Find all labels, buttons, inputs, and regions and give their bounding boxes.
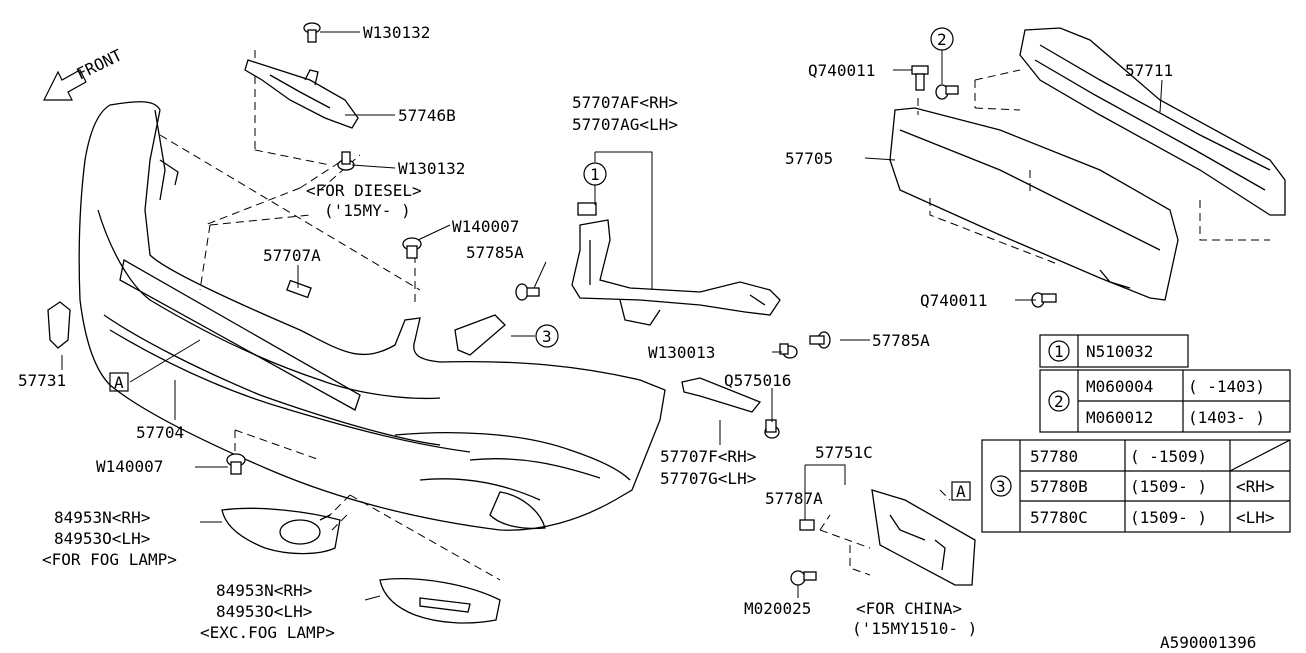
callout-57746b: 57746B: [398, 106, 456, 125]
bolt-circle2-icon: [935, 84, 959, 100]
callout-q740011-bot: Q740011: [920, 291, 987, 310]
note-for-diesel: <FOR DIESEL>: [306, 181, 422, 200]
table3-marker: 3: [996, 477, 1006, 496]
marker-box-a-right: A: [951, 481, 971, 501]
marker-box-a-left: A: [109, 372, 129, 392]
cap-57731: [47, 301, 71, 349]
bolt-m020025-icon: [790, 570, 817, 586]
callout-q575016: Q575016: [724, 371, 791, 390]
svg-text:2: 2: [937, 30, 947, 49]
bolt-w130132-mid-icon: [337, 151, 355, 171]
callout-57751c: 57751C: [815, 443, 873, 462]
bolt-w130132-top-icon: [303, 22, 321, 43]
license-bracket-57751c: [799, 489, 976, 586]
bolt-q575016-icon: [764, 419, 780, 439]
front-arrow-icon: FRONT: [43, 45, 125, 101]
bumper-cover-57704: [78, 101, 666, 531]
callout-84953n-exc: 84953N<RH>: [216, 581, 312, 600]
callout-57731: 57731: [18, 371, 66, 390]
callout-57704: 57704: [136, 423, 184, 442]
table2-row1-period: ( -1403): [1188, 377, 1265, 396]
note-exc-fog-lamp: <EXC.FOG LAMP>: [200, 623, 335, 642]
callout-57785a-left: 57785A: [466, 243, 524, 262]
callout-w130013: W130013: [648, 343, 715, 362]
bolt-q740011-top-icon: [911, 65, 929, 91]
bolt-w130013-icon: [779, 343, 798, 359]
note-15my-diesel: ('15MY- ): [324, 201, 411, 220]
fog-cover-with-lamp: [221, 507, 341, 555]
bolt-57785a-right-icon: [809, 331, 831, 349]
clip-w140007-top-icon: [402, 237, 422, 259]
reference-table-3: 3 57780 ( -1509) 57780B (1509- ) <RH> 57…: [981, 439, 1291, 533]
leader-lines: [61, 31, 1163, 601]
table2-marker: 2: [1054, 392, 1064, 411]
clip-w140007-bot-icon: [226, 453, 246, 475]
table1-marker: 1: [1054, 342, 1064, 361]
callout-57707af: 57707AF<RH>: [572, 93, 678, 112]
callout-w130132-top: W130132: [363, 23, 430, 42]
table3-row2-period: (1509- ): [1130, 477, 1207, 496]
table3-row2-part: 57780B: [1030, 477, 1088, 496]
beam-57711: [1019, 27, 1286, 216]
table3-row3-period: (1509- ): [1130, 508, 1207, 527]
callout-57787a: 57787A: [765, 489, 823, 508]
callout-w140007-top: W140007: [452, 217, 519, 236]
bracket-57707f: [681, 377, 762, 413]
callout-57711: 57711: [1125, 61, 1173, 80]
reference-table-1: 1 N510032: [1039, 334, 1189, 368]
clip-57707a: [286, 279, 312, 299]
table3-row1-period: ( -1509): [1130, 447, 1207, 466]
callout-57705: 57705: [785, 149, 833, 168]
reference-table-2: 2 M060004 ( -1403) M060012 (1403- ): [1039, 369, 1291, 433]
table2-row2-part: M060012: [1086, 408, 1153, 427]
callout-84953o-exc: 84953O<LH>: [216, 602, 312, 621]
marker-circle-2: 2: [930, 27, 954, 51]
cover-57780: [454, 314, 506, 356]
front-label: FRONT: [73, 45, 125, 83]
svg-text:1: 1: [590, 165, 600, 184]
table3-row3-side: <LH>: [1236, 508, 1275, 527]
callout-57785a-right: 57785A: [872, 331, 930, 350]
note-for-fog-lamp: <FOR FOG LAMP>: [42, 550, 177, 569]
callout-57707a: 57707A: [263, 246, 321, 265]
callout-57707ag: 57707AG<LH>: [572, 115, 678, 134]
callout-57707g: 57707G<LH>: [660, 469, 756, 488]
table3-row2-side: <RH>: [1236, 477, 1275, 496]
table3-row1-part: 57780: [1030, 447, 1078, 466]
note-for-china: <FOR CHINA>: [856, 599, 962, 618]
callout-q740011-top: Q740011: [808, 61, 875, 80]
svg-text:A: A: [956, 482, 966, 501]
table1-part: N510032: [1086, 342, 1153, 361]
callout-w130132-mid: W130132: [398, 159, 465, 178]
svg-text:A: A: [114, 373, 124, 392]
diagram-code: A590001396: [1160, 633, 1256, 652]
callout-57707f: 57707F<RH>: [660, 447, 756, 466]
callout-m020025: M020025: [744, 599, 811, 618]
bracket-57746b: [244, 59, 359, 129]
fog-cover-without-lamp: [379, 578, 501, 624]
callout-84953o-fog: 84953O<LH>: [54, 529, 150, 548]
note-15my1510: ('15MY1510- ): [852, 619, 977, 638]
bolt-57785a-left-icon: [515, 283, 540, 301]
table3-row3-part: 57780C: [1030, 508, 1088, 527]
callout-84953n-fog: 84953N<RH>: [54, 508, 150, 527]
svg-text:3: 3: [542, 327, 552, 346]
callout-w140007-bot: W140007: [96, 457, 163, 476]
bracket-57707af: [571, 202, 781, 326]
table2-row2-period: (1403- ): [1188, 408, 1265, 427]
marker-circle-3: 3: [535, 324, 559, 348]
table2-row1-part: M060004: [1086, 377, 1153, 396]
marker-circle-1: 1: [583, 162, 607, 186]
absorber-57705: [889, 107, 1179, 301]
